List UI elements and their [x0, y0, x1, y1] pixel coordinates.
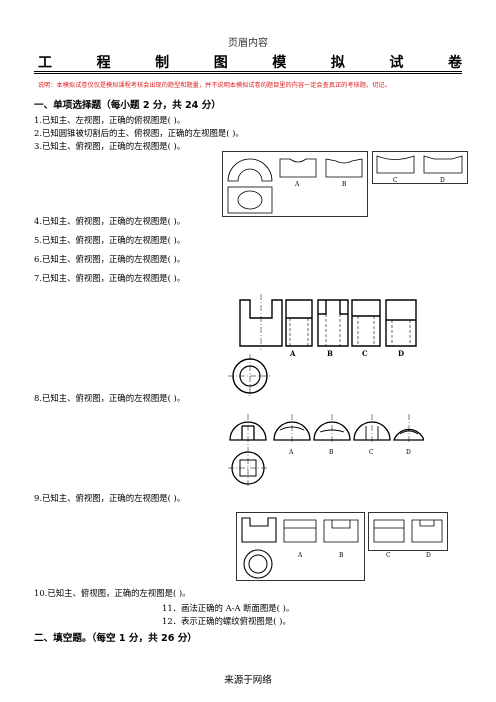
q9-option-d: [411, 519, 443, 543]
q9-top-view: [243, 549, 273, 579]
q7-option-a: [285, 299, 313, 347]
title-char: 程: [96, 55, 111, 71]
title-char: 工: [38, 55, 52, 71]
q3-label-d: D: [440, 177, 445, 184]
question-11: 11．画法正确的 A-A 断面图是( )。: [162, 603, 295, 613]
q9-label-a: A: [297, 552, 303, 559]
q3-option-c: [376, 155, 415, 174]
q7-label-a: A: [289, 349, 296, 358]
question-4: 4.已知主、俯视图，正确的左视图是( )。: [34, 216, 186, 226]
title-char: 卷: [447, 55, 462, 71]
q3-top-view: [227, 186, 273, 214]
q7-label-d: D: [398, 349, 404, 358]
q3-option-a: [279, 158, 317, 178]
section-2-heading: 二、填空题。（每空 1 分，共 26 分）: [34, 633, 197, 644]
question-3: 3.已知主、俯视图，正确的左视图是( )。: [34, 141, 186, 151]
q7-option-c: [351, 299, 381, 347]
q9-option-b: [323, 519, 359, 543]
page-footer: 来源于网络: [224, 675, 272, 686]
question-6: 6.已知主、俯视图，正确的左视图是( )。: [34, 254, 186, 264]
q7-label-c: C: [362, 349, 368, 358]
q7-front-view: [239, 299, 283, 347]
section-1-heading: 一、单项选择题（每小题 2 分，共 24 分）: [34, 100, 221, 111]
q3-figure: A B C D: [222, 151, 468, 217]
title-char: 制: [155, 55, 170, 71]
title-char: 模: [272, 55, 287, 71]
q9-option-a: [283, 519, 317, 543]
q8-option-a: [273, 421, 311, 441]
question-7: 7.已知主、俯视图，正确的左视图是( )。: [34, 273, 186, 283]
question-10: 10.已知主、俯视图，正确的左视图是( )。: [34, 588, 191, 598]
q7-option-b: [317, 299, 349, 347]
q7-label-b: B: [327, 349, 333, 358]
title-char: 试: [389, 55, 404, 71]
q8-label-d: D: [406, 449, 411, 456]
q8-label-b: B: [329, 449, 334, 456]
q7-option-d: [385, 299, 417, 347]
q8-label-a: A: [288, 449, 294, 456]
q9-label-c: C: [386, 552, 391, 559]
q3-option-d: [423, 155, 463, 174]
title-char: 拟: [330, 55, 345, 71]
q3-front-view: [227, 158, 273, 182]
q3-figure-frame: [372, 151, 468, 184]
question-5: 5.已知主、俯视图，正确的左视图是( )。: [34, 235, 186, 245]
page-header: 页眉内容: [228, 38, 268, 49]
q8-option-b: [313, 421, 351, 441]
q8-figure: A B C D: [228, 414, 424, 486]
q8-option-c: [353, 421, 391, 441]
q9-figure: A B C D: [236, 512, 448, 581]
question-9: 9.已知主、俯视图，正确的左视图是( )。: [34, 493, 186, 503]
q9-label-d: D: [426, 552, 431, 559]
q9-figure-frame: [368, 512, 448, 551]
q3-label-b: B: [342, 181, 347, 188]
q3-option-b: [325, 158, 363, 178]
question-8: 8.已知主、俯视图，正确的左视图是( )。: [34, 393, 186, 403]
q8-label-c: C: [369, 449, 374, 456]
q8-front-view: [229, 421, 267, 441]
question-12: 12．表示正确的螺纹俯视图是( )。: [162, 616, 291, 626]
q3-figure-frame: [222, 151, 368, 217]
q9-figure-frame: [236, 512, 365, 581]
q8-option-d: [393, 428, 424, 441]
instructions-note: 说明：本模拟试卷仅仅是模拟课程考核会出现的题型和题量，并不说明本模拟试卷的题目里…: [38, 82, 391, 89]
title-rule: [34, 73, 462, 74]
question-2: 2.已知圆锥被切割后的主、俯视图，正确的左视图是( )。: [34, 128, 244, 138]
exam-title: 工 程 制 图 模 拟 试 卷: [38, 52, 462, 72]
title-char: 图: [213, 55, 228, 71]
question-1: 1.已知主、左视图，正确的俯视图是( )。: [34, 115, 186, 125]
title-rule: [34, 71, 462, 72]
q7-figure: A B C D: [228, 294, 417, 398]
q3-label-a: A: [294, 181, 300, 188]
q9-front-view: [241, 517, 277, 543]
q3-label-c: C: [393, 177, 398, 184]
q9-label-b: B: [339, 552, 344, 559]
q9-option-c: [373, 519, 405, 543]
